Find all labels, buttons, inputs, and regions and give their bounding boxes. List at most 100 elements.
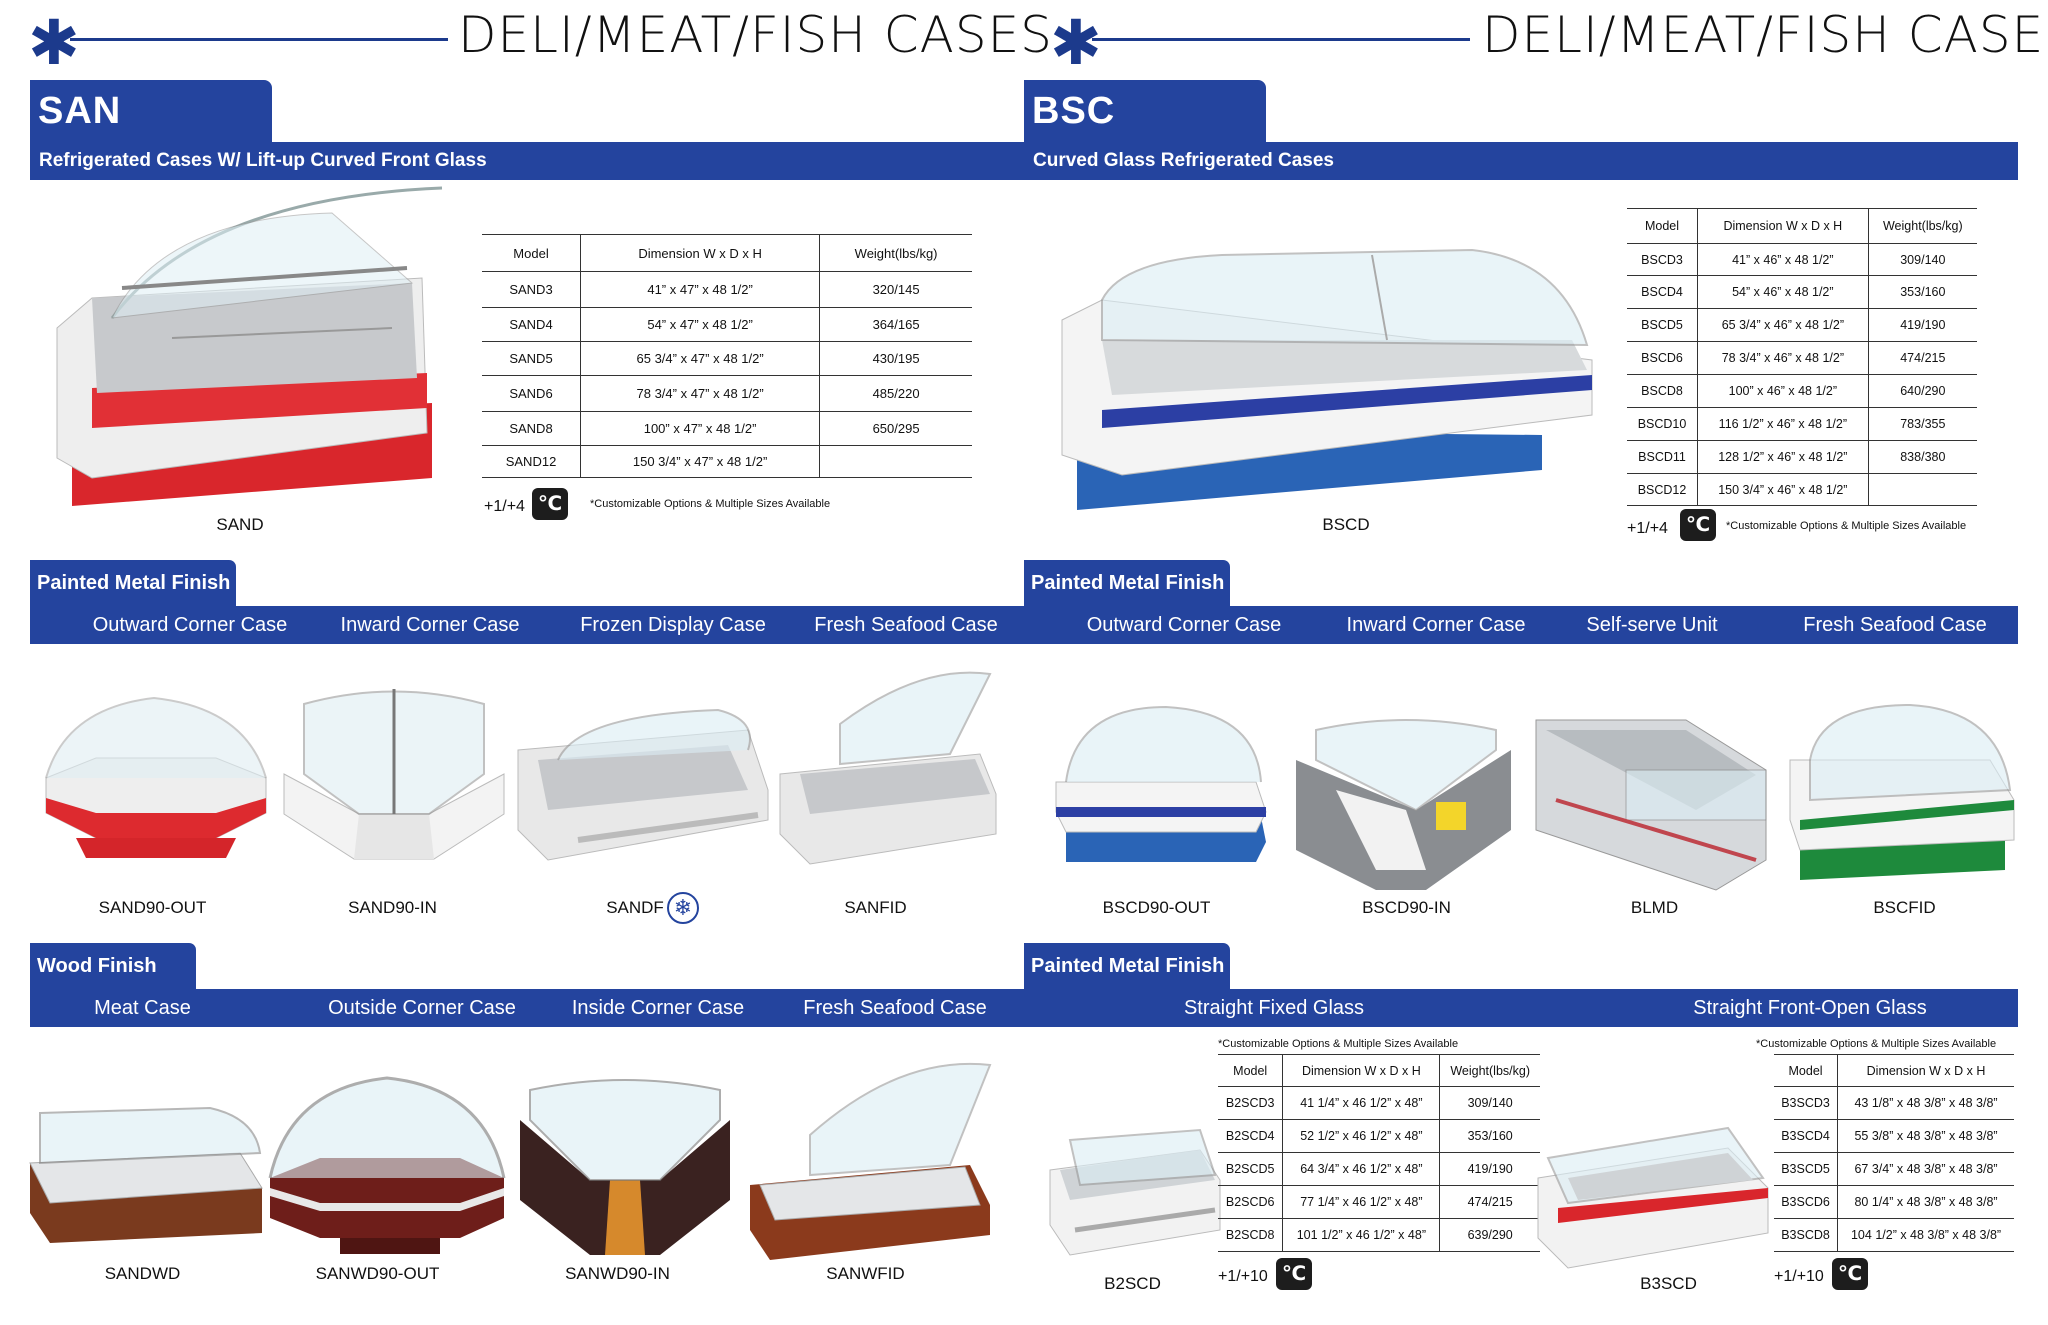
sanwd90-in-image <box>520 1079 730 1255</box>
bsc-spec-table: Model Dimension W x D x H Weight(lbs/kg)… <box>1627 208 1977 506</box>
sand90-out-image <box>45 696 267 858</box>
bsc-note: *Customizable Options & Multiple Sizes A… <box>1726 520 1967 532</box>
category-label: Outward Corner Case <box>1086 614 1282 636</box>
category-label: Fresh Seafood Case <box>803 997 987 1019</box>
asterisk-icon-right: ✱ <box>1050 6 1102 79</box>
category-label: Fresh Seafood Case <box>1803 614 1987 636</box>
category-label: Straight Fixed Glass <box>1183 997 1365 1019</box>
category-label: Inward Corner Case <box>1346 614 1526 636</box>
category-label: Fresh Seafood Case <box>814 614 998 636</box>
san-series-tab: SAN SERIES <box>30 80 272 194</box>
b3scd-label: B3SCD <box>1640 1274 1697 1293</box>
sanwfid-image <box>750 1062 992 1260</box>
product-label: SANWD90-OUT <box>315 1264 440 1283</box>
table-header: Weight(lbs/kg) <box>1867 208 1977 244</box>
bsc-painted2-tab: Painted Metal Finish <box>1024 943 1230 989</box>
b2-tolerance: +1/+10 <box>1218 1268 1268 1285</box>
category-label: Inside Corner Case <box>571 997 745 1019</box>
b3scd-image <box>1537 1126 1769 1269</box>
table-header: Dimension W x D x H <box>1697 208 1869 244</box>
bsc-painted-category-bar: Outward Corner Case Inward Corner Case S… <box>1024 606 2018 644</box>
bscd-case-image <box>1061 248 1593 510</box>
page-title-right: DELI/MEAT/FISH CASES <box>1482 6 2048 64</box>
category-label: Self-serve Unit <box>1586 614 1718 636</box>
sand-label: SAND <box>216 515 264 534</box>
category-label: Outside Corner Case <box>328 997 516 1019</box>
category-label: Outward Corner Case <box>92 614 288 636</box>
snowflake-icon: ❄ <box>667 892 699 924</box>
san-painted-tab: Painted Metal Finish <box>30 560 236 606</box>
san-wood-category-bar: Meat Case Outside Corner Case Inside Cor… <box>30 989 1024 1027</box>
san-tolerance: +1/+4 <box>484 498 525 515</box>
table-header: Dimension W x D x H <box>1837 1054 2014 1087</box>
table-header: Weight(lbs/kg) <box>1439 1054 1540 1087</box>
product-label: SANFID <box>844 898 907 917</box>
table-header: Model <box>1788 1063 1823 1078</box>
san-wood-tab: Wood Finish <box>30 943 196 989</box>
product-label: SANWFID <box>826 1264 905 1283</box>
table-header: Model <box>1644 219 1680 233</box>
product-label: BSCD90-IN <box>1362 898 1451 917</box>
thermometer-icon: ℃ <box>1276 1258 1312 1290</box>
thermometer-icon: ℃ <box>1680 509 1716 541</box>
product-label: SAND90-OUT <box>98 898 207 917</box>
header-rule-left <box>70 38 448 41</box>
product-label: SANDF <box>606 898 664 917</box>
sandwd-image <box>29 1106 263 1243</box>
asterisk-icon-left: ✱ <box>28 6 80 79</box>
product-label: SANWD90-IN <box>565 1264 670 1283</box>
table-header: Dimension W x D x H <box>1282 1054 1440 1087</box>
blmd-image <box>1535 719 1767 891</box>
category-label: Straight Front-Open Glass <box>1693 997 1927 1019</box>
thermometer-icon: ℃ <box>1832 1258 1868 1290</box>
san-note: *Customizable Options & Multiple Sizes A… <box>590 498 831 510</box>
b2-spec-table: Model Dimension W x D x H Weight(lbs/kg)… <box>1218 1054 1540 1252</box>
thermometer-icon: ℃ <box>532 488 568 520</box>
b3-tolerance: +1/+10 <box>1774 1268 1824 1285</box>
bscfid-image <box>1789 703 2015 880</box>
page-title-left: DELI/MEAT/FISH CASES <box>458 6 1053 64</box>
bscd90-out-image <box>1055 705 1267 862</box>
product-label: BLMD <box>1630 898 1679 917</box>
product-label: SANDWD <box>104 1264 181 1283</box>
table-header: Model <box>513 245 549 261</box>
table-header: Weight(lbs/kg) <box>819 234 972 272</box>
bsc-series-tab: BSC SERIES <box>1024 80 1266 194</box>
sandf-image <box>517 708 769 861</box>
b2-note: *Customizable Options & Multiple Sizes A… <box>1218 1038 1459 1050</box>
category-label: Meat Case <box>94 997 191 1019</box>
bsc-painted-tab: Painted Metal Finish <box>1024 560 1230 606</box>
sanfid-image <box>779 671 997 865</box>
product-label: BSCFID <box>1873 898 1936 917</box>
product-label: SAND90-IN <box>348 898 437 917</box>
table-header: Model <box>1233 1063 1268 1078</box>
b3-note: *Customizable Options & Multiple Sizes A… <box>1756 1038 1997 1050</box>
san-subtitle-bar: Refrigerated Cases W/ Lift-up Curved Fro… <box>30 142 1024 180</box>
b2scd-image <box>1049 1128 1221 1256</box>
bsc-tolerance: +1/+4 <box>1627 520 1668 537</box>
bsc-painted2-category-bar: Straight Fixed Glass Straight Front-Open… <box>1024 989 2018 1027</box>
san-spec-table: Model Dimension W x D x H Weight(lbs/kg)… <box>482 234 972 478</box>
san-painted-category-bar: Outward Corner Case Inward Corner Case F… <box>30 606 1024 644</box>
sand90-in-image <box>283 689 505 860</box>
header-rule-right <box>1092 38 1470 41</box>
category-label: Inward Corner Case <box>340 614 520 636</box>
